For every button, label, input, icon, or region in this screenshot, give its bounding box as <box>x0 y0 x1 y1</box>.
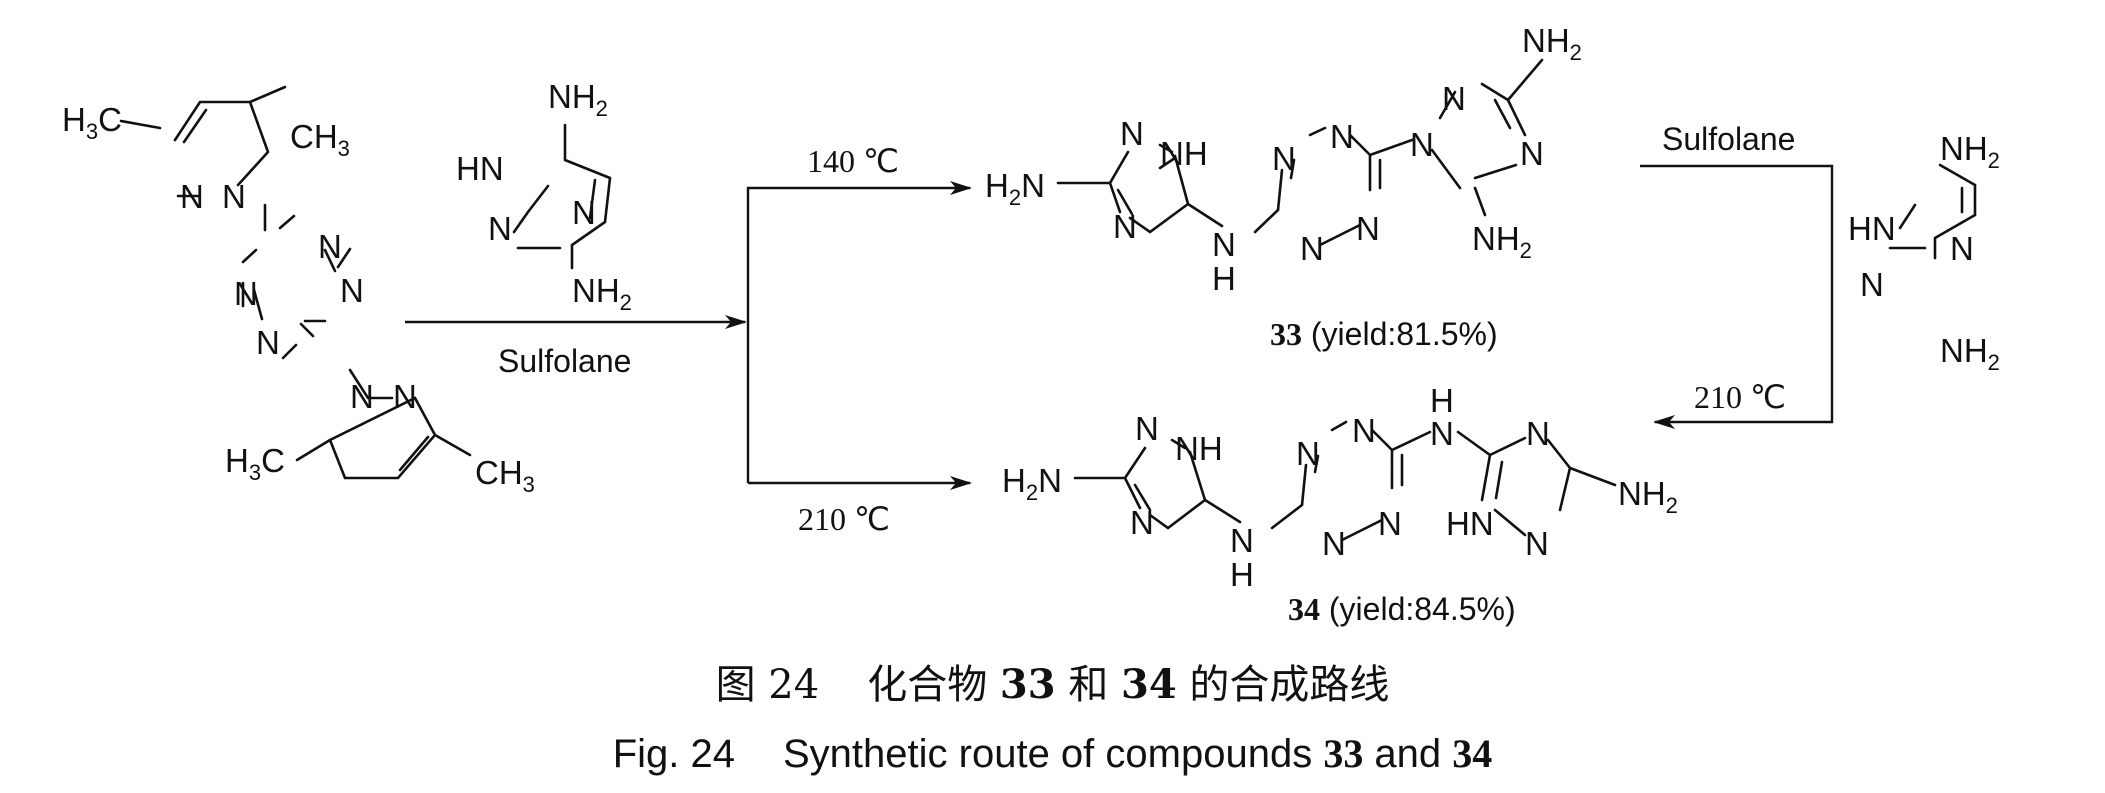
caption-english: Fig. 24 Synthetic route of compounds 33 a… <box>0 730 2105 777</box>
svg-text:H3C: H3C <box>62 101 122 144</box>
caption-cn-text3: 的合成路线 <box>1189 662 1390 708</box>
svg-text:NH2: NH2 <box>1940 130 2000 173</box>
svg-text:NH2: NH2 <box>548 78 608 121</box>
reaction-conditions: 140 ℃ 210 ℃ 210 ℃ Sulfolane Sulfolane <box>498 121 1795 537</box>
svg-text:N: N <box>1520 135 1544 172</box>
reaction-arrows <box>405 164 1834 490</box>
reagent-diaminotriazole: NH2 HN N N NH2 <box>456 78 632 315</box>
svg-text:NH: NH <box>1175 430 1223 467</box>
caption-cn-compound-34: 34 <box>1121 661 1177 708</box>
svg-text:NH2: NH2 <box>1472 220 1532 263</box>
svg-text:N: N <box>1113 208 1137 245</box>
svg-text:H: H <box>1430 382 1454 419</box>
reagent-diaminotriazole-right: NH2 HN N N NH2 <box>1848 130 2000 375</box>
svg-text:N: N <box>1378 505 1402 542</box>
svg-text:N: N <box>180 178 204 215</box>
svg-text:H2N: H2N <box>985 167 1045 210</box>
solvent-label: Sulfolane <box>498 343 631 379</box>
caption-cn-text1: 化合物 <box>867 662 988 708</box>
svg-text:N: N <box>340 272 364 309</box>
caption-chinese: 图 24 化合物 33 和 34 的合成路线 <box>0 652 2105 710</box>
svg-text:N: N <box>393 378 417 415</box>
svg-text:H3C: H3C <box>225 442 285 485</box>
right-temperature: 210 ℃ <box>1694 379 1786 415</box>
caption-en-text1: Synthetic route of compounds <box>783 732 1324 776</box>
svg-text:HN: HN <box>1848 210 1896 247</box>
reaction-scheme: H3C CH3 N N N N N N N N H3C CH3 NH2 HN N… <box>62 22 2000 627</box>
caption-en-text2: and <box>1363 732 1453 776</box>
svg-text:N: N <box>256 324 280 361</box>
svg-text:N: N <box>1322 525 1346 562</box>
svg-text:N: N <box>1130 504 1154 541</box>
caption-cn-fig: 图 <box>715 662 756 708</box>
svg-text:NH2: NH2 <box>1522 22 1582 65</box>
svg-text:CH3: CH3 <box>475 454 535 497</box>
svg-text:HN: HN <box>456 150 504 187</box>
svg-text:N: N <box>1410 126 1434 163</box>
svg-text:N: N <box>1272 140 1296 177</box>
svg-text:N: N <box>1526 415 1550 452</box>
svg-text:N: N <box>1442 80 1466 117</box>
svg-text:N: N <box>1950 230 1974 267</box>
svg-text:N: N <box>1860 266 1884 303</box>
lower-temperature: 210 ℃ <box>798 501 890 537</box>
svg-text:NH2: NH2 <box>572 272 632 315</box>
svg-text:N: N <box>318 228 342 265</box>
svg-text:H2N: H2N <box>1002 462 1062 505</box>
caption-cn-number: 24 <box>768 662 820 708</box>
svg-text:N: N <box>1300 230 1324 267</box>
svg-text:N: N <box>1352 412 1376 449</box>
upper-temperature: 140 ℃ <box>807 143 899 179</box>
svg-text:N: N <box>1212 226 1236 263</box>
product-33-structure: H2N N NH N N H N N N N N N N NH2 NH2 <box>985 22 1582 297</box>
svg-text:N: N <box>1430 415 1454 452</box>
solvent-label-right: Sulfolane <box>1662 121 1795 157</box>
svg-text:N: N <box>1525 525 1549 562</box>
starting-material-tetrazine <box>119 85 472 480</box>
product-34-structure: H2N N NH N N H N N N N N H N HN N NH2 <box>1002 382 1678 593</box>
caption-en-compound-34: 34 <box>1452 731 1493 776</box>
caption-en-fig: Fig. 24 <box>612 732 735 776</box>
svg-text:NH: NH <box>1160 135 1208 172</box>
caption-en-compound-33: 33 <box>1323 731 1364 776</box>
svg-text:N: N <box>222 178 246 215</box>
svg-text:N: N <box>488 210 512 247</box>
svg-text:H: H <box>1230 556 1254 593</box>
svg-text:N: N <box>1330 118 1354 155</box>
svg-text:N: N <box>1356 210 1380 247</box>
svg-text:N: N <box>1230 522 1254 559</box>
svg-text:N: N <box>1296 435 1320 472</box>
product-33-label: 33 (yield:81.5%) <box>1270 316 1498 352</box>
product-34-label: 34 (yield:84.5%) <box>1288 591 1516 627</box>
svg-text:NH2: NH2 <box>1618 475 1678 518</box>
svg-text:H: H <box>1212 260 1236 297</box>
svg-text:NH2: NH2 <box>1940 332 2000 375</box>
svg-text:CH3: CH3 <box>290 118 350 161</box>
caption-cn-text2: 和 <box>1068 662 1109 708</box>
svg-text:HN: HN <box>1446 505 1494 542</box>
svg-text:N: N <box>572 194 596 231</box>
caption-cn-compound-33: 33 <box>999 661 1056 708</box>
starting-material-labels: H3C CH3 N N N N N N N N H3C CH3 <box>62 101 535 497</box>
svg-text:N: N <box>350 378 374 415</box>
svg-text:N: N <box>234 275 258 312</box>
svg-text:N: N <box>1120 115 1144 152</box>
svg-text:N: N <box>1135 410 1159 447</box>
